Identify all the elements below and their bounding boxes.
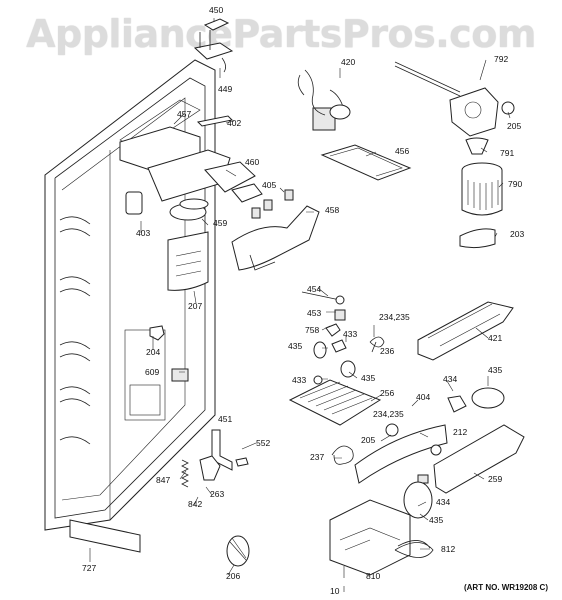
callout-259: 259 [488, 474, 503, 484]
callout-449: 449 [218, 84, 233, 94]
part-552-shape [235, 457, 249, 467]
callout-552: 552 [256, 438, 271, 448]
part-403-shape [125, 191, 143, 215]
callout-453: 453 [307, 308, 322, 318]
callout-435-right: 435 [488, 365, 503, 375]
part-727-shape [69, 519, 141, 553]
part-791-shape [465, 137, 489, 155]
part-402-shape [196, 115, 234, 127]
callout-212: 212 [453, 427, 468, 437]
part-236-shape [369, 336, 385, 353]
callout-609: 609 [145, 367, 160, 377]
callout-205: 205 [507, 121, 522, 131]
callout-810: 810 [366, 571, 381, 581]
part-203-shape [459, 228, 496, 249]
callout-10: 10 [330, 586, 340, 596]
callout-457: 457 [177, 109, 192, 119]
part-456-shape [320, 144, 412, 181]
part-207-shape [167, 231, 209, 291]
callout-459: 459 [213, 218, 228, 228]
callout-433-upper: 433 [343, 329, 358, 339]
callout-204: 204 [146, 347, 161, 357]
callout-207: 207 [188, 301, 203, 311]
part-420-shape [297, 69, 351, 131]
part-458-shape [231, 205, 320, 271]
callout-256: 256 [380, 388, 395, 398]
callout-205-lower: 205 [361, 435, 376, 445]
art-number: (ART NO. WR19208 C) [463, 583, 548, 592]
part-460-shape [204, 161, 256, 193]
callout-237: 237 [310, 452, 325, 462]
callout-758: 758 [305, 325, 320, 335]
callout-421: 421 [488, 333, 503, 343]
watermark: AppliancePartsPros.com [26, 12, 536, 56]
callout-791: 791 [500, 148, 515, 158]
part-404-shape [354, 424, 448, 484]
part-205-shape [501, 101, 515, 115]
cabinet-liner [44, 59, 216, 531]
callout-263: 263 [210, 489, 225, 499]
callout-403: 403 [136, 228, 151, 238]
part-847-shape [181, 459, 189, 488]
part-421-shape [417, 301, 514, 361]
part-792-shape [394, 61, 499, 137]
part-434-shape [447, 395, 467, 413]
callout-842: 842 [188, 499, 203, 509]
callout-435-upper: 435 [288, 341, 303, 351]
callout-434-lower: 434 [436, 497, 451, 507]
part-263-shape [199, 455, 221, 481]
part-609-shape [171, 368, 189, 382]
part-259-shape [433, 424, 525, 494]
part-435-shape [313, 341, 327, 359]
callout-420: 420 [341, 57, 356, 67]
callout-456: 456 [395, 146, 410, 156]
part-405-shape [284, 189, 294, 201]
part-450-shape [193, 18, 234, 60]
part-812-shape [394, 540, 434, 558]
callout-402: 402 [227, 118, 242, 128]
callout-234-235-lower: 234,235 [373, 409, 404, 419]
callout-234-235-upper: 234,235 [379, 312, 410, 322]
callout-404: 404 [416, 392, 431, 402]
callout-203: 203 [510, 229, 525, 239]
callout-433-lower: 433 [292, 375, 307, 385]
callout-812: 812 [441, 544, 456, 554]
callout-792: 792 [494, 54, 509, 64]
callout-454: 454 [307, 284, 322, 294]
callout-450: 450 [209, 5, 224, 15]
part-256-shape [288, 379, 382, 426]
callout-435-lower: 435 [429, 515, 444, 525]
part-810-shape [329, 499, 411, 576]
part-237-shape [331, 445, 354, 465]
callout-458: 458 [325, 205, 340, 215]
part-790-shape [461, 162, 503, 216]
part-204-shape [149, 325, 165, 341]
callout-727: 727 [82, 563, 97, 573]
callout-206: 206 [226, 571, 241, 581]
callout-435-middle: 435 [361, 373, 376, 383]
part-454-shape [301, 291, 341, 301]
callout-434-upper: 434 [443, 374, 458, 384]
callout-405: 405 [262, 180, 277, 190]
callout-790: 790 [508, 179, 523, 189]
part-212-shape [430, 444, 442, 456]
callout-460: 460 [245, 157, 260, 167]
callout-847: 847 [156, 475, 171, 485]
callout-236: 236 [380, 346, 395, 356]
callout-451: 451 [218, 414, 233, 424]
